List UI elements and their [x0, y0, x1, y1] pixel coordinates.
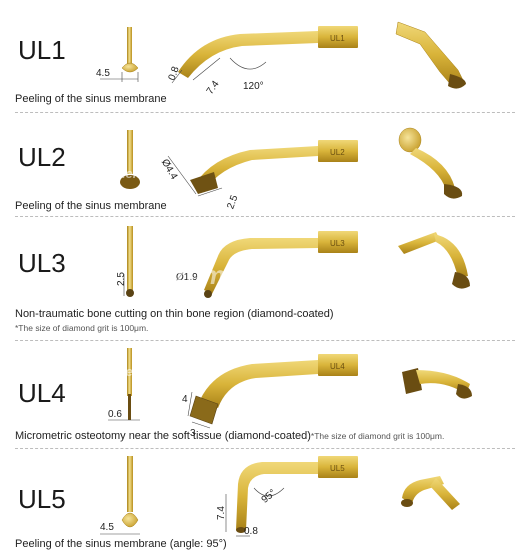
dim-thickness: 0.6 [108, 409, 122, 420]
dim-height: 2.5 [225, 193, 240, 210]
tip-description-text: Micrometric osteotomy near the soft tiss… [15, 430, 311, 442]
tip-photo [402, 368, 472, 399]
tip-note: *The size of diamond grit is 100μm. [310, 431, 445, 441]
tip-photo [401, 476, 460, 510]
watermark: Strumentidentali.it [150, 260, 380, 290]
tip-description: Peeling of the sinus membrane [15, 93, 167, 105]
tip-description: Non-traumatic bone cutting on thin bone … [15, 308, 334, 320]
row-divider [15, 112, 515, 113]
tip-drawing: 0.6 Strumentidentali.it UL4 4 3 Strument… [88, 348, 472, 439]
front-view: 2.5 [116, 226, 134, 297]
side-view: UL4 4 3 Strumentidentali.it [182, 354, 405, 439]
dim-depth: 3 [190, 428, 196, 439]
tip-description: Peeling of the sinus membrane (angle: 95… [15, 538, 227, 550]
tip-row-ul5: UL5 4.5 UL5 7.4 95° 0.8 Peeling of the s… [0, 448, 531, 556]
dim-thickness: 0.8 [244, 526, 258, 537]
dim-length: 7.4 [205, 79, 222, 97]
dim-width: 4.5 [96, 68, 110, 79]
dim-length: 7.4 [216, 506, 227, 520]
tip-row-ul3: UL3 2.5 UL3 Ø1.9 Strumentidentali.it Non… [0, 216, 531, 340]
front-view: 4.5 [96, 27, 139, 82]
tip-code: UL5 [18, 484, 66, 514]
watermark: Strumentidentali.it [88, 166, 203, 181]
row-divider [15, 340, 515, 341]
dim-angle: 95° [260, 488, 279, 506]
tip-label: UL5 [330, 464, 345, 473]
watermark: Strumentidentali.it [88, 364, 203, 379]
tip-drawing: 4.5 UL1 0.8 7.4 120° [96, 21, 466, 97]
tip-row-ul2: UL2 Strumentidentali.it UL2 Ø4.4 2.5 Str… [0, 112, 531, 216]
tip-label: UL3 [330, 239, 345, 248]
tip-code: UL1 [18, 35, 66, 65]
side-view: UL2 Ø4.4 2.5 Strumentidentali.it [159, 140, 415, 211]
side-view: UL5 7.4 95° 0.8 [216, 456, 358, 537]
row-divider [15, 216, 515, 217]
tip-photo [395, 21, 466, 89]
tip-note: *The size of diamond grit is 100μm. [15, 323, 149, 333]
tip-description: Micrometric osteotomy near the soft tiss… [15, 430, 444, 442]
dim-thickness: 0.8 [167, 65, 182, 82]
watermark: Strumentidentali.it [300, 178, 415, 193]
dim-width: 4 [182, 394, 188, 405]
tip-photo [398, 127, 463, 199]
side-view: UL1 0.8 7.4 120° [167, 26, 358, 97]
watermark: Strumentidentali.it [290, 396, 405, 411]
tip-drawing: 4.5 UL5 7.4 95° 0.8 [100, 456, 460, 537]
dim-length: 2.5 [116, 272, 127, 286]
side-view: UL3 Ø1.9 Strumentidentali.it [150, 231, 380, 298]
tip-photo [398, 232, 470, 289]
tip-drawing: Strumentidentali.it UL2 Ø4.4 2.5 Strumen… [88, 127, 463, 211]
tip-code: UL2 [18, 142, 66, 172]
tip-row-ul4: UL4 0.6 Strumentidentali.it UL4 4 3 Stru… [0, 340, 531, 448]
dim-angle: 120° [243, 81, 264, 92]
tip-label: UL2 [330, 148, 345, 157]
tip-description: Peeling of the sinus membrane [15, 200, 167, 212]
dim-width: 4.5 [100, 522, 114, 533]
tip-code: UL3 [18, 248, 66, 278]
tip-label: UL1 [330, 34, 345, 43]
front-view: 4.5 [100, 456, 140, 535]
front-view: 0.6 Strumentidentali.it [88, 348, 203, 421]
tip-label: UL4 [330, 362, 345, 371]
dim-diameter: Ø1.9 [176, 272, 198, 283]
front-view: Strumentidentali.it [88, 130, 203, 189]
row-divider [15, 448, 515, 449]
tip-code: UL4 [18, 378, 66, 408]
tip-row-ul1: UL1 4.5 UL1 0.8 7.4 120° Peeling [0, 0, 531, 110]
tip-drawing: 2.5 UL3 Ø1.9 Strumentidentali.it [116, 226, 470, 298]
